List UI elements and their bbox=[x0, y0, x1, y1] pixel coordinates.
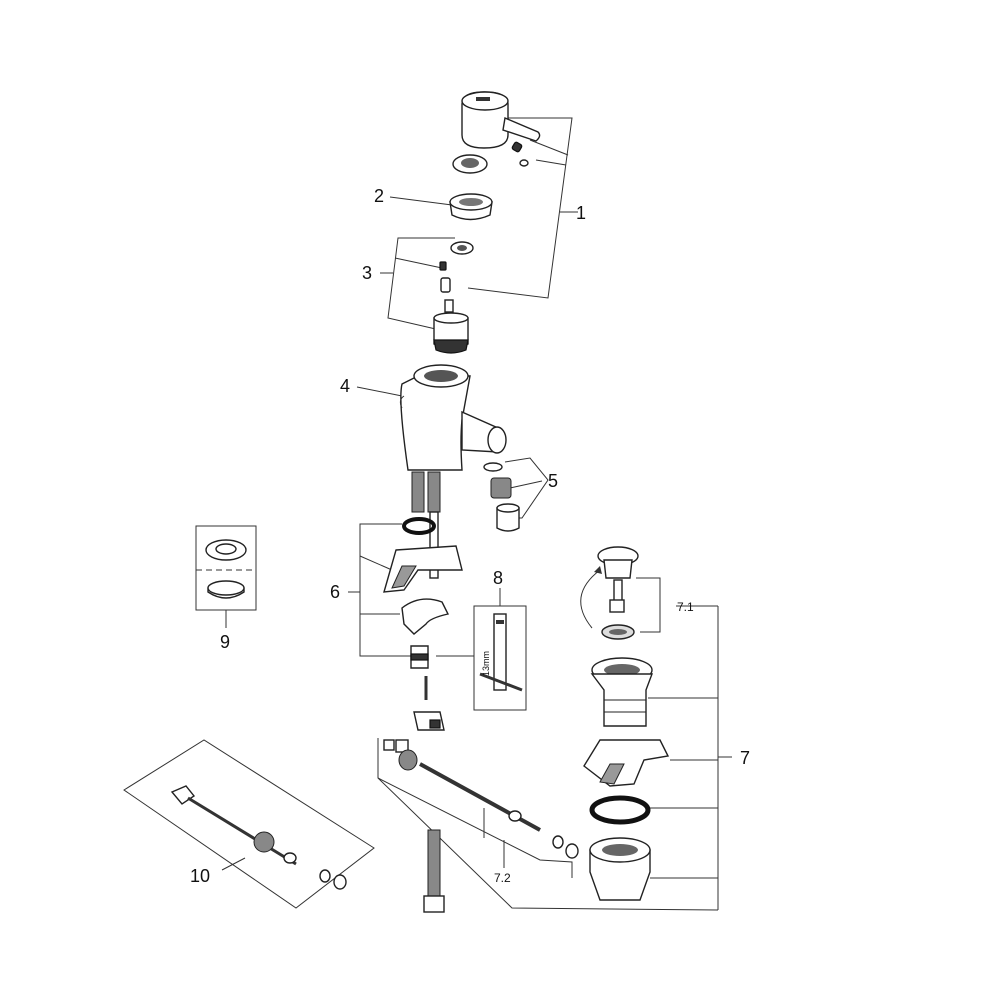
callout-5: 5 bbox=[548, 471, 558, 491]
wrench-tool-box bbox=[473, 605, 527, 711]
pop-up-plug bbox=[580, 546, 639, 640]
flex-hoses bbox=[411, 471, 441, 579]
callout-10: 10 bbox=[190, 866, 210, 886]
cap-ring bbox=[449, 154, 493, 221]
cap-inset bbox=[195, 525, 257, 611]
cartridge bbox=[433, 241, 474, 354]
callout-3: 3 bbox=[362, 263, 372, 283]
callout-9: 9 bbox=[220, 632, 230, 652]
callout-lines bbox=[221, 117, 732, 911]
callout-8: 8 bbox=[493, 568, 503, 588]
callout-4: 4 bbox=[340, 376, 350, 396]
waste-body bbox=[583, 657, 670, 901]
mounting-set bbox=[383, 517, 463, 700]
callout-1: 1 bbox=[576, 203, 586, 223]
grub-screw bbox=[511, 141, 529, 167]
callout-2: 2 bbox=[374, 186, 384, 206]
callout-7-2: 7.2 bbox=[494, 871, 511, 885]
aerator bbox=[483, 462, 520, 532]
supply-hose bbox=[423, 829, 445, 913]
tool-size-label: 13mm bbox=[481, 651, 491, 676]
pop-up-rod bbox=[383, 711, 579, 859]
callout-6: 6 bbox=[330, 582, 340, 602]
lever-handle bbox=[461, 91, 541, 149]
callout-7: 7 bbox=[740, 748, 750, 768]
connection-kit bbox=[123, 739, 375, 909]
faucet-body bbox=[399, 364, 507, 471]
callout-7-1: 7.1 bbox=[677, 600, 694, 614]
